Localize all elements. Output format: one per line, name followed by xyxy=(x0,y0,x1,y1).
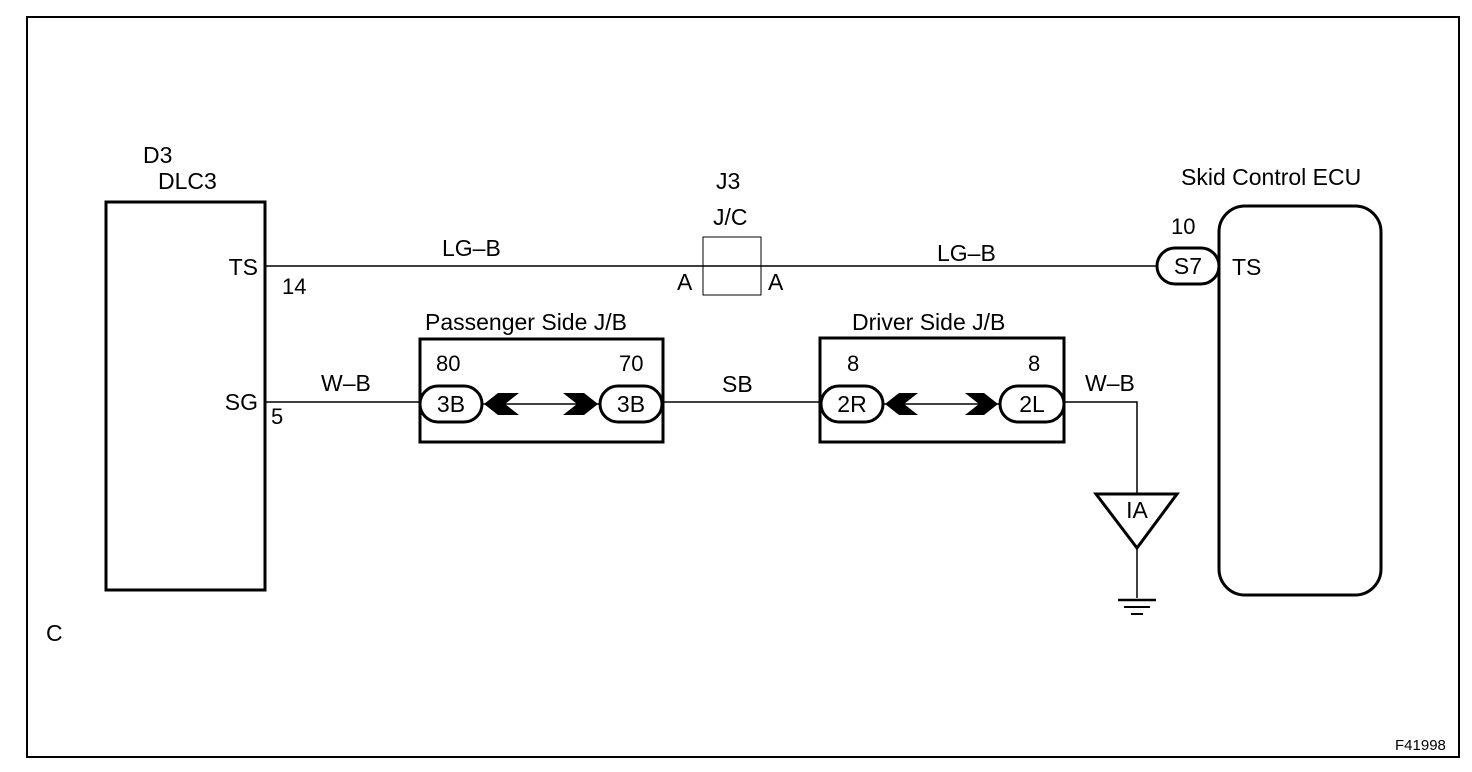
driver-jb-right-connector xyxy=(998,384,1066,424)
ground-wire-color: W–B xyxy=(1085,370,1135,396)
ground-point-triangle xyxy=(1092,492,1180,551)
passenger-jb-box xyxy=(418,337,665,444)
passenger-jb-right-code: 3B xyxy=(617,391,645,417)
corner-label: C xyxy=(46,620,63,646)
ts-wire-right-color: LG–B xyxy=(937,240,996,266)
sg-wire-left-color: W–B xyxy=(321,370,371,396)
dlc3-pin-ts-number: 14 xyxy=(282,274,306,299)
driver-jb-right-chevron-icon xyxy=(965,393,998,415)
jc-right-terminal: A xyxy=(768,269,784,295)
passenger-jb-title: Passenger Side J/B xyxy=(425,309,627,335)
ecu-terminal-ts: TS xyxy=(1232,254,1261,280)
driver-jb-right-code: 2L xyxy=(1019,391,1045,417)
ecu-title: Skid Control ECU xyxy=(1181,164,1361,190)
jc-name: J/C xyxy=(713,204,748,230)
dlc3-pin-sg-label: SG xyxy=(225,389,258,415)
driver-jb-box xyxy=(818,336,1066,444)
passenger-jb-right-chevron-icon xyxy=(563,393,598,415)
jc-code: J3 xyxy=(716,168,740,194)
driver-jb-left-chevron-icon xyxy=(885,393,918,415)
dlc3-code: D3 xyxy=(143,142,172,168)
dlc3-box xyxy=(104,200,267,592)
dlc3-pin-sg-number: 5 xyxy=(271,404,283,429)
driver-jb-right-pin: 8 xyxy=(1028,351,1040,376)
ecu-connector xyxy=(1155,246,1221,286)
ecu-connector-code: S7 xyxy=(1174,253,1202,279)
passenger-jb-right-connector xyxy=(598,384,664,424)
ground-point-label: IA xyxy=(1126,497,1148,523)
ground-wire xyxy=(1064,401,1138,494)
passenger-jb-left-code: 3B xyxy=(437,391,465,417)
figure-id: F41998 xyxy=(1395,737,1446,754)
sb-wire-color: SB xyxy=(722,371,753,397)
dlc3-pin-ts-label: TS xyxy=(229,254,258,280)
ecu-box xyxy=(1217,204,1383,597)
jc-left-terminal: A xyxy=(677,269,693,295)
passenger-jb-left-pin: 80 xyxy=(436,351,460,376)
dlc3-name: DLC3 xyxy=(158,168,217,194)
ts-wire-left-color: LG–B xyxy=(442,235,501,261)
diagram-frame xyxy=(26,16,1460,758)
passenger-jb-left-chevron-icon xyxy=(484,393,519,415)
driver-jb-left-code: 2R xyxy=(837,391,866,417)
driver-jb-title: Driver Side J/B xyxy=(852,309,1005,335)
passenger-jb-right-pin: 70 xyxy=(619,351,643,376)
ecu-connector-pin: 10 xyxy=(1171,214,1195,239)
driver-jb-left-pin: 8 xyxy=(847,351,859,376)
